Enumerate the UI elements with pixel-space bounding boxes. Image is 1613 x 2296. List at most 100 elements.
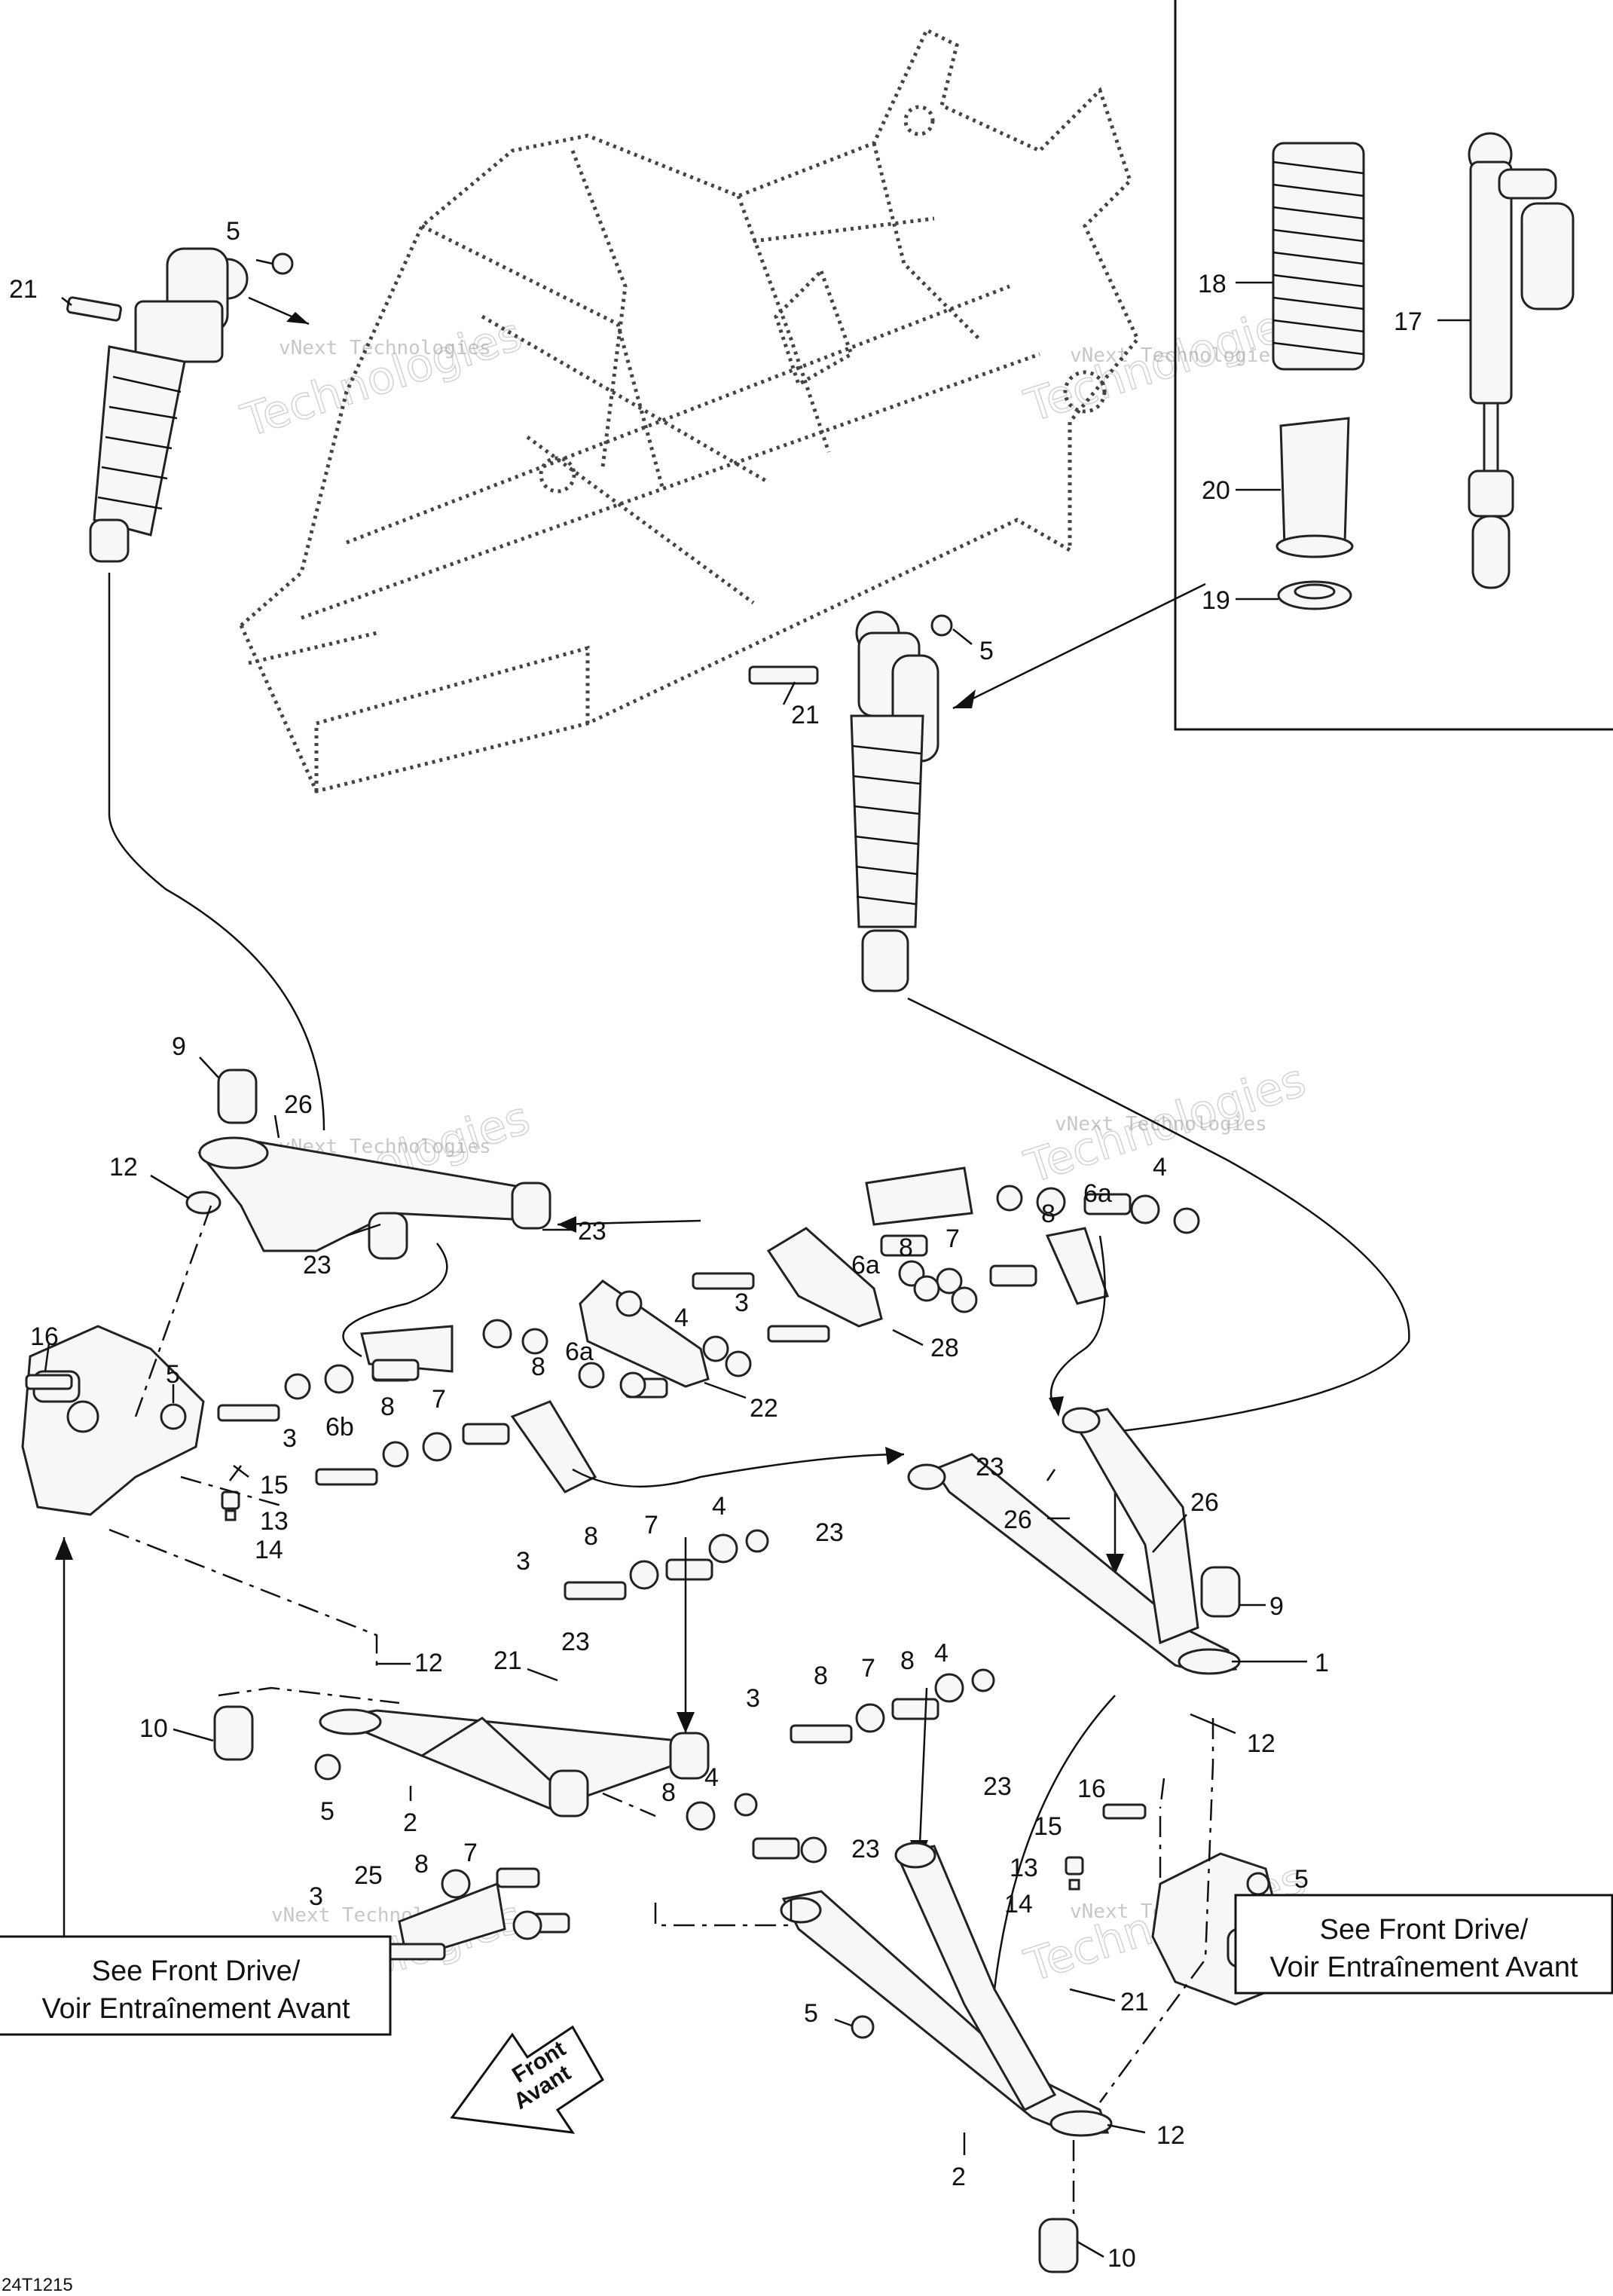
shock-absorber-top-left bbox=[66, 247, 294, 563]
center-lines bbox=[108, 1205, 1214, 2215]
callout: 14 bbox=[255, 1536, 283, 1564]
callout: 2 bbox=[403, 1808, 417, 1837]
callout: 15 bbox=[260, 1471, 289, 1500]
leader-5-mid bbox=[952, 628, 973, 645]
lower-control-arm-left bbox=[213, 1705, 710, 1818]
callout: 14 bbox=[1004, 1890, 1033, 1918]
callout: 6a bbox=[851, 1251, 880, 1279]
link-plate-22 bbox=[579, 1279, 752, 1388]
callout: 4 bbox=[674, 1304, 689, 1332]
leader-arm-to-right-lower bbox=[993, 1695, 1116, 1990]
callout: 4 bbox=[712, 1492, 726, 1521]
retainer-19 bbox=[1277, 580, 1352, 610]
callout: 3 bbox=[283, 1424, 297, 1453]
callout: 12 bbox=[1247, 1729, 1275, 1758]
callout: 12 bbox=[1156, 2121, 1185, 2150]
callout: 25 bbox=[354, 1861, 383, 1890]
leader-22 bbox=[704, 1381, 747, 1399]
leader-5-bottom bbox=[834, 2018, 852, 2027]
sleeve-20 bbox=[1275, 417, 1354, 558]
leader-bushing-to-lower-right bbox=[918, 1687, 928, 1862]
leader-shock-to-upper-arm bbox=[108, 573, 325, 1131]
leader-bushing-to-right-arm bbox=[572, 1453, 905, 1488]
vehicle-frame bbox=[238, 27, 1140, 793]
arrowhead bbox=[885, 1447, 904, 1465]
leader-23-b bbox=[346, 1223, 381, 1237]
leader-5-top-left bbox=[255, 258, 273, 265]
link-plate-28 bbox=[692, 1227, 978, 1343]
leader-26-right-b bbox=[1152, 1514, 1187, 1553]
front-direction-arrow: Front Avant bbox=[450, 2025, 604, 2134]
callout: 17 bbox=[1394, 307, 1422, 336]
callout: 1 bbox=[1315, 1649, 1329, 1677]
shock-absorber-mid bbox=[748, 610, 953, 992]
leader-12-bottom bbox=[1107, 2123, 1146, 2134]
callout: 23 bbox=[578, 1217, 606, 1246]
leader-10-bottom bbox=[1077, 2240, 1104, 2258]
callouts: 5 21 18 17 20 19 5 21 9 26 12 23 23 6a 4… bbox=[9, 217, 1422, 2273]
callout: 12 bbox=[109, 1153, 138, 1182]
callout: 21 bbox=[493, 1646, 522, 1675]
arrow-bushing-to-arm bbox=[557, 1219, 701, 1226]
callout: 5 bbox=[226, 217, 240, 246]
arrowhead bbox=[1106, 1554, 1124, 1575]
callout: 21 bbox=[791, 701, 820, 729]
lower-control-arm-right bbox=[780, 1842, 1113, 2273]
callout: 7 bbox=[463, 1839, 478, 1867]
callout: 5 bbox=[979, 637, 994, 665]
upper-control-arm-right bbox=[907, 1407, 1241, 1675]
callout: 7 bbox=[432, 1385, 446, 1414]
arrowhead bbox=[1049, 1396, 1064, 1417]
callout: 6a bbox=[1083, 1179, 1112, 1208]
callout: 4 bbox=[704, 1763, 719, 1792]
arrowhead bbox=[953, 689, 976, 708]
upper-control-arm-left bbox=[185, 1069, 551, 1260]
callout: 21 bbox=[9, 275, 38, 304]
callout: 7 bbox=[861, 1654, 875, 1683]
callout: 23 bbox=[976, 1453, 1004, 1481]
callout: 8 bbox=[584, 1522, 598, 1551]
callout: 9 bbox=[1269, 1592, 1284, 1621]
leader-21-top-left bbox=[61, 297, 72, 306]
watermark-large: Technologies bbox=[235, 308, 528, 448]
callout: 4 bbox=[934, 1639, 949, 1668]
leader-arm-to-bushing bbox=[342, 1243, 448, 1358]
callout: 26 bbox=[1004, 1506, 1032, 1534]
knuckle-left bbox=[21, 1325, 249, 1521]
shock-detail-inset bbox=[952, 0, 1613, 731]
callout: 7 bbox=[644, 1511, 658, 1539]
callout: 8 bbox=[414, 1850, 429, 1879]
callout: 8 bbox=[380, 1393, 395, 1421]
arrowhead bbox=[677, 1712, 695, 1733]
callout: 13 bbox=[260, 1507, 289, 1536]
watermarks: Technologies vNext Technologies Technolo… bbox=[234, 292, 1312, 2031]
callout: 26 bbox=[284, 1090, 313, 1119]
watermark-small: vNext Technologies bbox=[1055, 1113, 1267, 1136]
callout: 7 bbox=[945, 1224, 960, 1253]
callout: 10 bbox=[139, 1714, 168, 1743]
arrowhead bbox=[286, 312, 309, 324]
shock-absorber-17 bbox=[1468, 132, 1575, 589]
callout: 8 bbox=[531, 1353, 545, 1381]
callout: 10 bbox=[1107, 2244, 1136, 2273]
callout: 3 bbox=[735, 1289, 749, 1317]
spring-18 bbox=[1272, 142, 1365, 371]
note-see-front-drive-left: See Front Drive/ Voir Entraînement Avant bbox=[0, 1935, 392, 2036]
callout: 3 bbox=[309, 1882, 323, 1911]
callout: 4 bbox=[1153, 1153, 1167, 1182]
leader-16-left bbox=[44, 1343, 50, 1372]
leader-21-right bbox=[1069, 1988, 1116, 2002]
callout: 5 bbox=[320, 1797, 335, 1826]
callout: 8 bbox=[900, 1646, 915, 1675]
note-see-front-drive-right: See Front Drive/ Voir Entraînement Avant bbox=[1234, 1894, 1613, 1995]
callout: 19 bbox=[1202, 586, 1230, 615]
note-line1: See Front Drive/ bbox=[92, 1955, 301, 1987]
callout: 13 bbox=[1010, 1854, 1038, 1882]
leader-26-left bbox=[273, 1114, 280, 1139]
watermark-small: vNext Technologies bbox=[279, 337, 491, 359]
callout: 23 bbox=[851, 1835, 880, 1863]
leader-21-mid bbox=[782, 681, 796, 705]
arrowhead bbox=[55, 1537, 73, 1560]
callout: 12 bbox=[414, 1649, 443, 1677]
